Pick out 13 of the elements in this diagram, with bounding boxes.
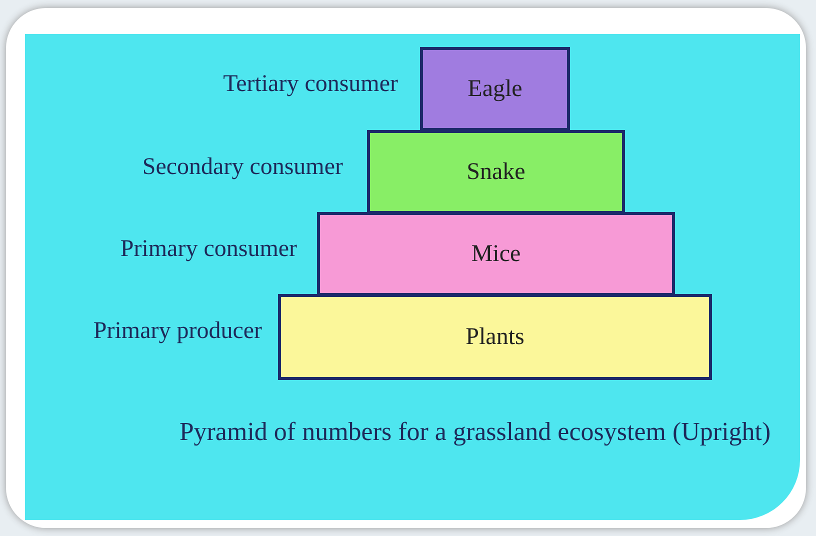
caption: Pyramid of numbers for a grassland ecosystem (Upright): [178, 416, 772, 448]
pyramid-level-box: [278, 294, 712, 380]
trophic-level-label: Tertiary consumer: [223, 71, 398, 98]
trophic-level-label: Primary producer: [93, 318, 262, 345]
pyramid-level-box: [420, 47, 570, 131]
organism-label: Plants: [466, 324, 524, 350]
pyramid-level-box: [367, 130, 625, 214]
trophic-level-label: Secondary consumer: [142, 154, 343, 181]
pyramid-level-box: [317, 212, 675, 296]
trophic-level-label: Primary consumer: [120, 236, 297, 263]
organism-label: Snake: [466, 158, 526, 186]
organism-label: Eagle: [468, 76, 522, 102]
organism-label: Mice: [471, 240, 521, 268]
